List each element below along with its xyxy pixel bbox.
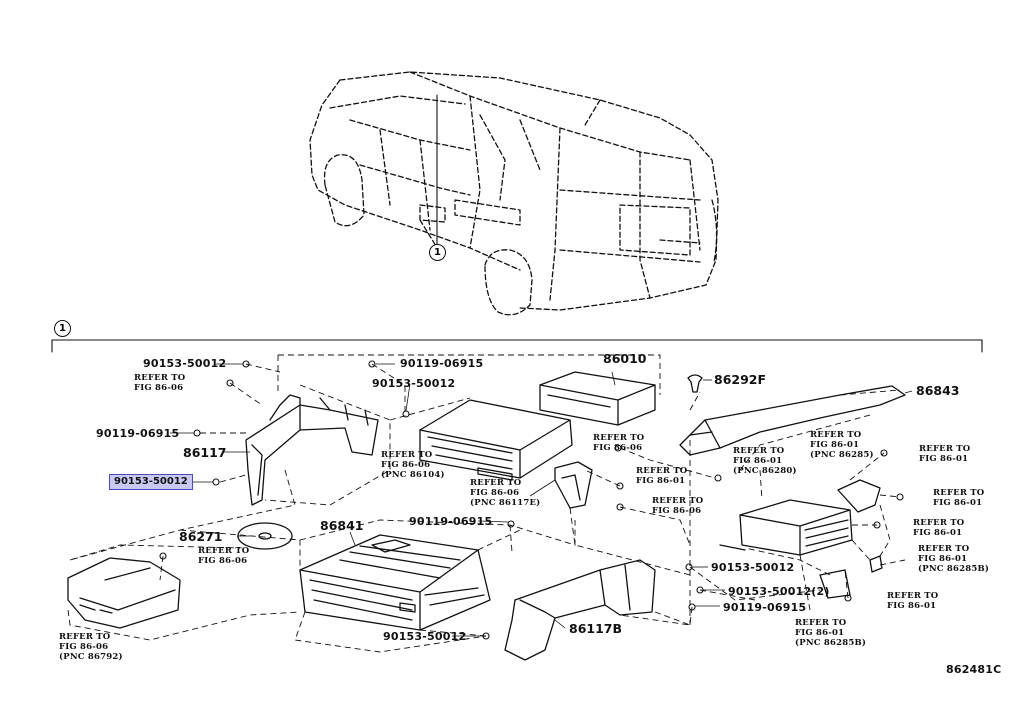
part-label-90153-50012-highlighted[interactable]: 90153-50012 xyxy=(109,474,193,490)
callout-marker-group: 1 xyxy=(54,320,71,337)
part-label-86292F[interactable]: 86292F xyxy=(714,372,767,387)
part-label-86271[interactable]: 86271 xyxy=(179,529,223,544)
part-label-86841[interactable]: 86841 xyxy=(320,518,364,533)
part-label-90119-06915-left[interactable]: 90119-06915 xyxy=(96,427,180,440)
part-label-86117B[interactable]: 86117B xyxy=(569,621,623,636)
unit-86280-drawing xyxy=(719,499,853,556)
part-label-90153-50012-bottom[interactable]: 90153-50012 xyxy=(383,630,467,643)
part-label-90153-50012-qty2[interactable]: 90153-50012(2) xyxy=(728,585,830,598)
part-label-90119-06915-right[interactable]: 90119-06915 xyxy=(723,601,807,614)
bracket-86117-drawing xyxy=(245,394,379,506)
trim-86843-drawing xyxy=(679,385,906,456)
diagram-id: 862481C xyxy=(946,663,1002,676)
part-label-86843[interactable]: 86843 xyxy=(916,383,960,398)
unit-86010-drawing xyxy=(539,371,656,426)
unit-86792-drawing xyxy=(67,557,181,629)
part-label-86117[interactable]: 86117 xyxy=(183,445,227,460)
part-label-90153-50012-top[interactable]: 90153-50012 xyxy=(143,357,227,370)
unit-86104-drawing xyxy=(419,399,573,481)
part-label-90153-50012-middle[interactable]: 90153-50012 xyxy=(372,377,456,390)
part-label-86010[interactable]: 86010 xyxy=(603,351,647,366)
unit-86841-drawing xyxy=(299,534,491,631)
callout-marker-vehicle: 1 xyxy=(429,244,446,261)
bracket-86117B-drawing xyxy=(504,559,656,661)
vehicle-illustration xyxy=(309,71,719,316)
part-label-90119-06915-center[interactable]: 90119-06915 xyxy=(409,515,493,528)
part-label-90153-50012-right[interactable]: 90153-50012 xyxy=(711,561,795,574)
part-label-90119-06915-top[interactable]: 90119-06915 xyxy=(400,357,484,370)
